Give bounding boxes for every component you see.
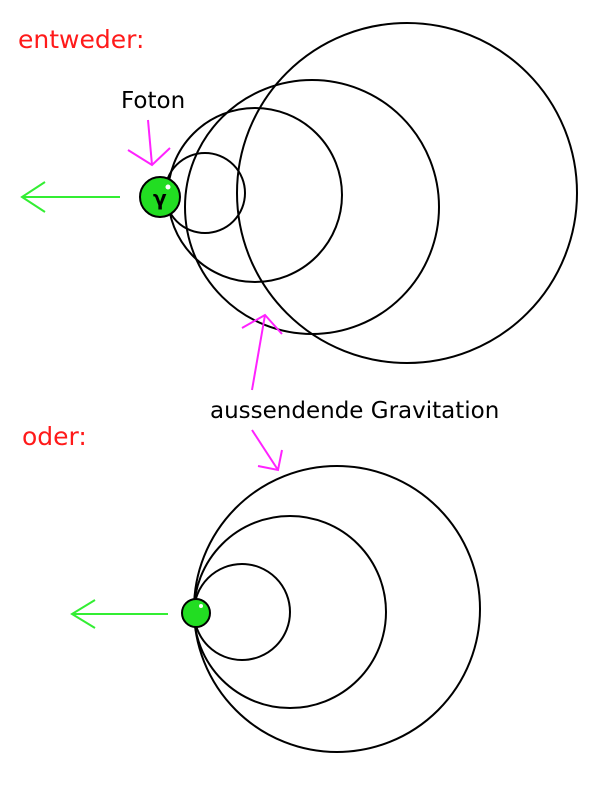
photon-highlight — [165, 184, 171, 190]
arrow-left-head — [20, 181, 46, 213]
heading-entweder: entweder: — [18, 25, 144, 54]
pointer-arrow-icon — [147, 119, 153, 166]
motion-arrow-top — [20, 181, 120, 213]
pointer-arrow-up — [241, 313, 283, 391]
pointer-arrow-head — [127, 147, 171, 167]
photon-ball-top: γ — [139, 176, 181, 218]
pointer-arrow-down — [251, 429, 283, 472]
pointer-arrow-up-shaft — [251, 314, 266, 391]
photon-highlight — [199, 604, 203, 608]
pointer-arrow-down-head — [257, 449, 283, 472]
motion-arrow-bottom — [70, 599, 168, 629]
gamma-symbol: γ — [153, 186, 167, 210]
pointer-arrow-foton — [127, 119, 171, 167]
arrow-left-head — [70, 599, 96, 629]
wave-top-4 — [236, 22, 578, 364]
wave-group-bottom — [193, 465, 481, 753]
label-foton: Foton — [121, 88, 185, 114]
pointer-arrow-down-shaft — [251, 429, 279, 471]
heading-oder: oder: — [22, 422, 87, 451]
wave-bottom-3 — [193, 465, 481, 753]
pointer-arrow-up-head — [241, 313, 283, 335]
wave-group-top — [164, 22, 578, 364]
photon-ball-icon — [181, 598, 211, 628]
photon-ball-bottom — [181, 598, 211, 628]
label-gravitation: aussendende Gravitation — [210, 398, 499, 424]
wave-top-3 — [184, 79, 440, 335]
